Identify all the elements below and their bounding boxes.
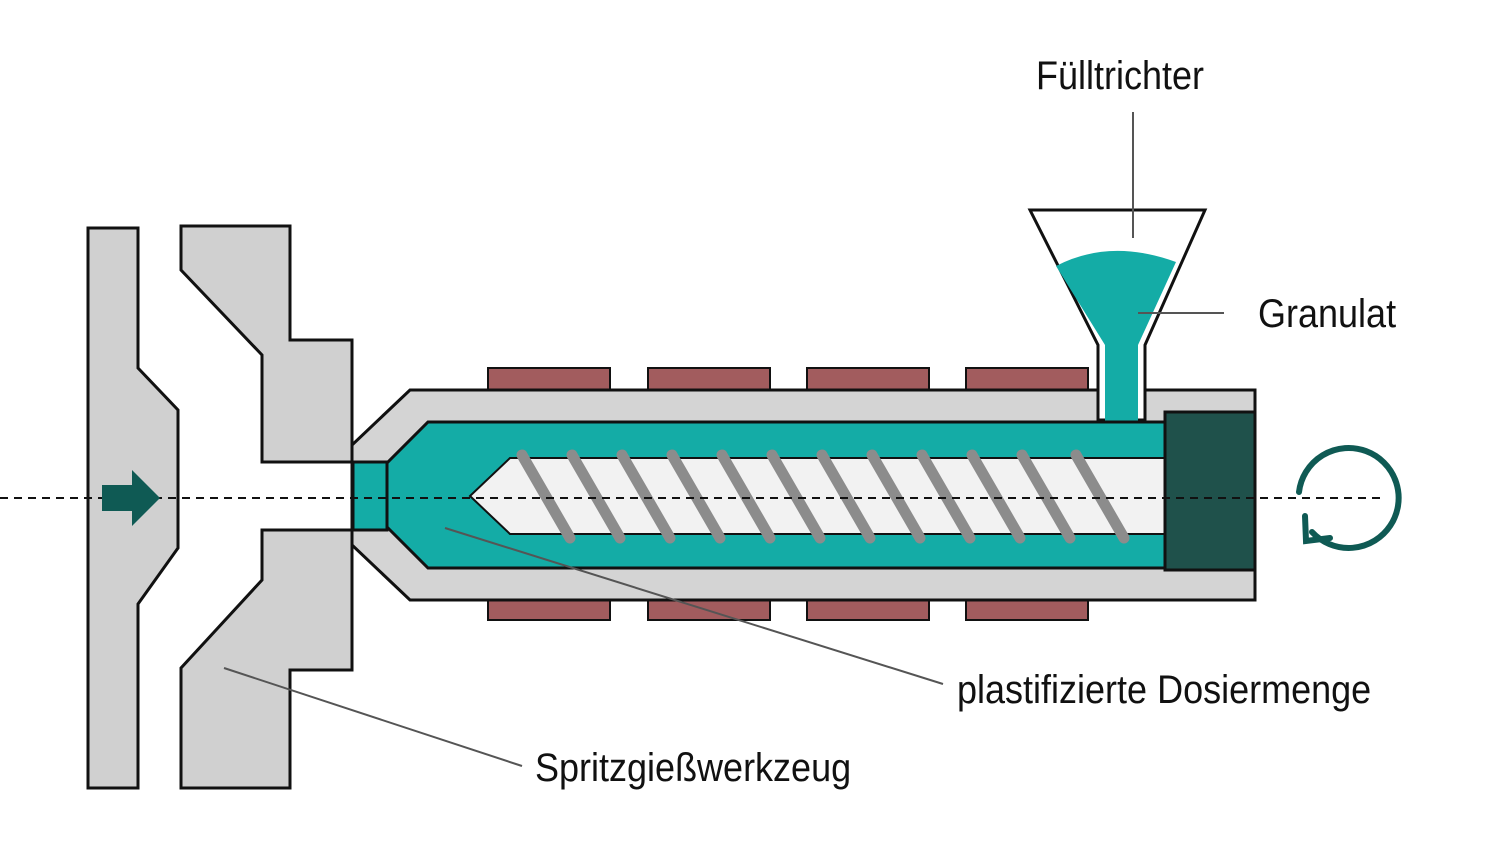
screw-flight (766, 449, 826, 544)
drive-block (1163, 410, 1257, 572)
screw-flight (1016, 449, 1076, 544)
heater-band (965, 367, 1089, 391)
screw-flight (566, 449, 626, 544)
heater-band (487, 367, 611, 391)
screw-core (468, 457, 1169, 535)
granulate-label: Granulat (1258, 292, 1397, 336)
mold-half-upper (179, 224, 354, 464)
screw-flight (1070, 449, 1130, 544)
granulate-fill (1056, 250, 1176, 425)
screw-flight (916, 449, 976, 544)
screw-flights (516, 449, 1130, 544)
melt-label: plastifizierte Dosiermenge (957, 668, 1372, 712)
heater-band (647, 367, 771, 391)
screw-flight (516, 449, 576, 544)
push-arrow-icon (102, 470, 160, 526)
heater-band (806, 367, 930, 391)
hopper-label: Fülltrichter (1036, 54, 1205, 98)
screw-flight (616, 449, 676, 544)
screw-flight (816, 449, 876, 544)
screw-flight (866, 449, 926, 544)
screw-flight (966, 449, 1026, 544)
nozzle-tip (351, 460, 389, 532)
rotation-arrow-icon (1296, 445, 1402, 551)
mold-label: Spritzgießwerkzeug (535, 746, 852, 790)
screw-flight (666, 449, 726, 544)
mold-leader-line (223, 667, 523, 767)
melt-leader-line (444, 527, 944, 685)
screw-flight (716, 449, 776, 544)
mold-half-lower (179, 528, 354, 790)
